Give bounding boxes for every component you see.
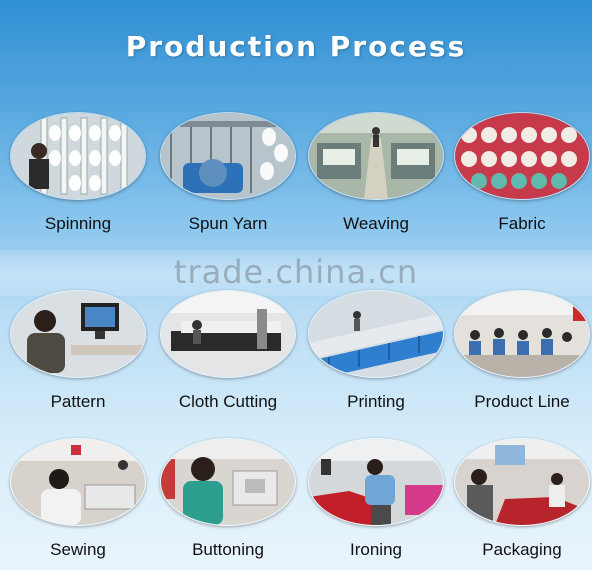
buttoning-photo [160,438,296,526]
watermark: trade.china.cn [173,253,419,291]
page-title: Production Process [125,30,467,63]
packaging-photo [454,438,590,526]
spun-yarn-photo [160,112,296,200]
sewing-photo [10,438,146,526]
step-spun-yarn: Spun Yarn [158,112,298,234]
step-weaving: Weaving [306,112,446,234]
step-product-line: Product Line [452,290,592,412]
step-label: Printing [347,392,405,411]
step-label: Fabric [498,214,546,233]
step-printing: Printing [306,290,446,412]
watermark-band [0,250,592,296]
step-label: Spinning [44,214,112,233]
step-cloth-cutting: Cloth Cutting [158,290,298,412]
step-label: Packaging [482,540,562,559]
step-label: Buttoning [192,540,264,559]
step-packaging: Packaging [452,438,592,560]
step-label: Ironing [350,540,402,559]
step-spinning: Spinning [8,112,148,234]
pattern-photo [10,290,146,378]
spinning-photo [10,112,146,200]
weaving-photo [308,112,444,200]
printing-photo [308,290,444,378]
step-fabric: Fabric [452,112,592,234]
step-sewing: Sewing [8,438,148,560]
fabric-photo [454,112,590,200]
step-pattern: Pattern [8,290,148,412]
step-buttoning: Buttoning [158,438,298,560]
step-label: Cloth Cutting [178,392,278,411]
step-label: Product Line [474,392,570,411]
product-line-photo [454,290,590,378]
step-label: Sewing [50,540,106,559]
step-label: Weaving [343,214,409,233]
ironing-photo [308,438,444,526]
cloth-cutting-photo [160,290,296,378]
step-label: Spun Yarn [188,214,268,233]
step-label: Pattern [50,392,106,411]
step-ironing: Ironing [306,438,446,560]
